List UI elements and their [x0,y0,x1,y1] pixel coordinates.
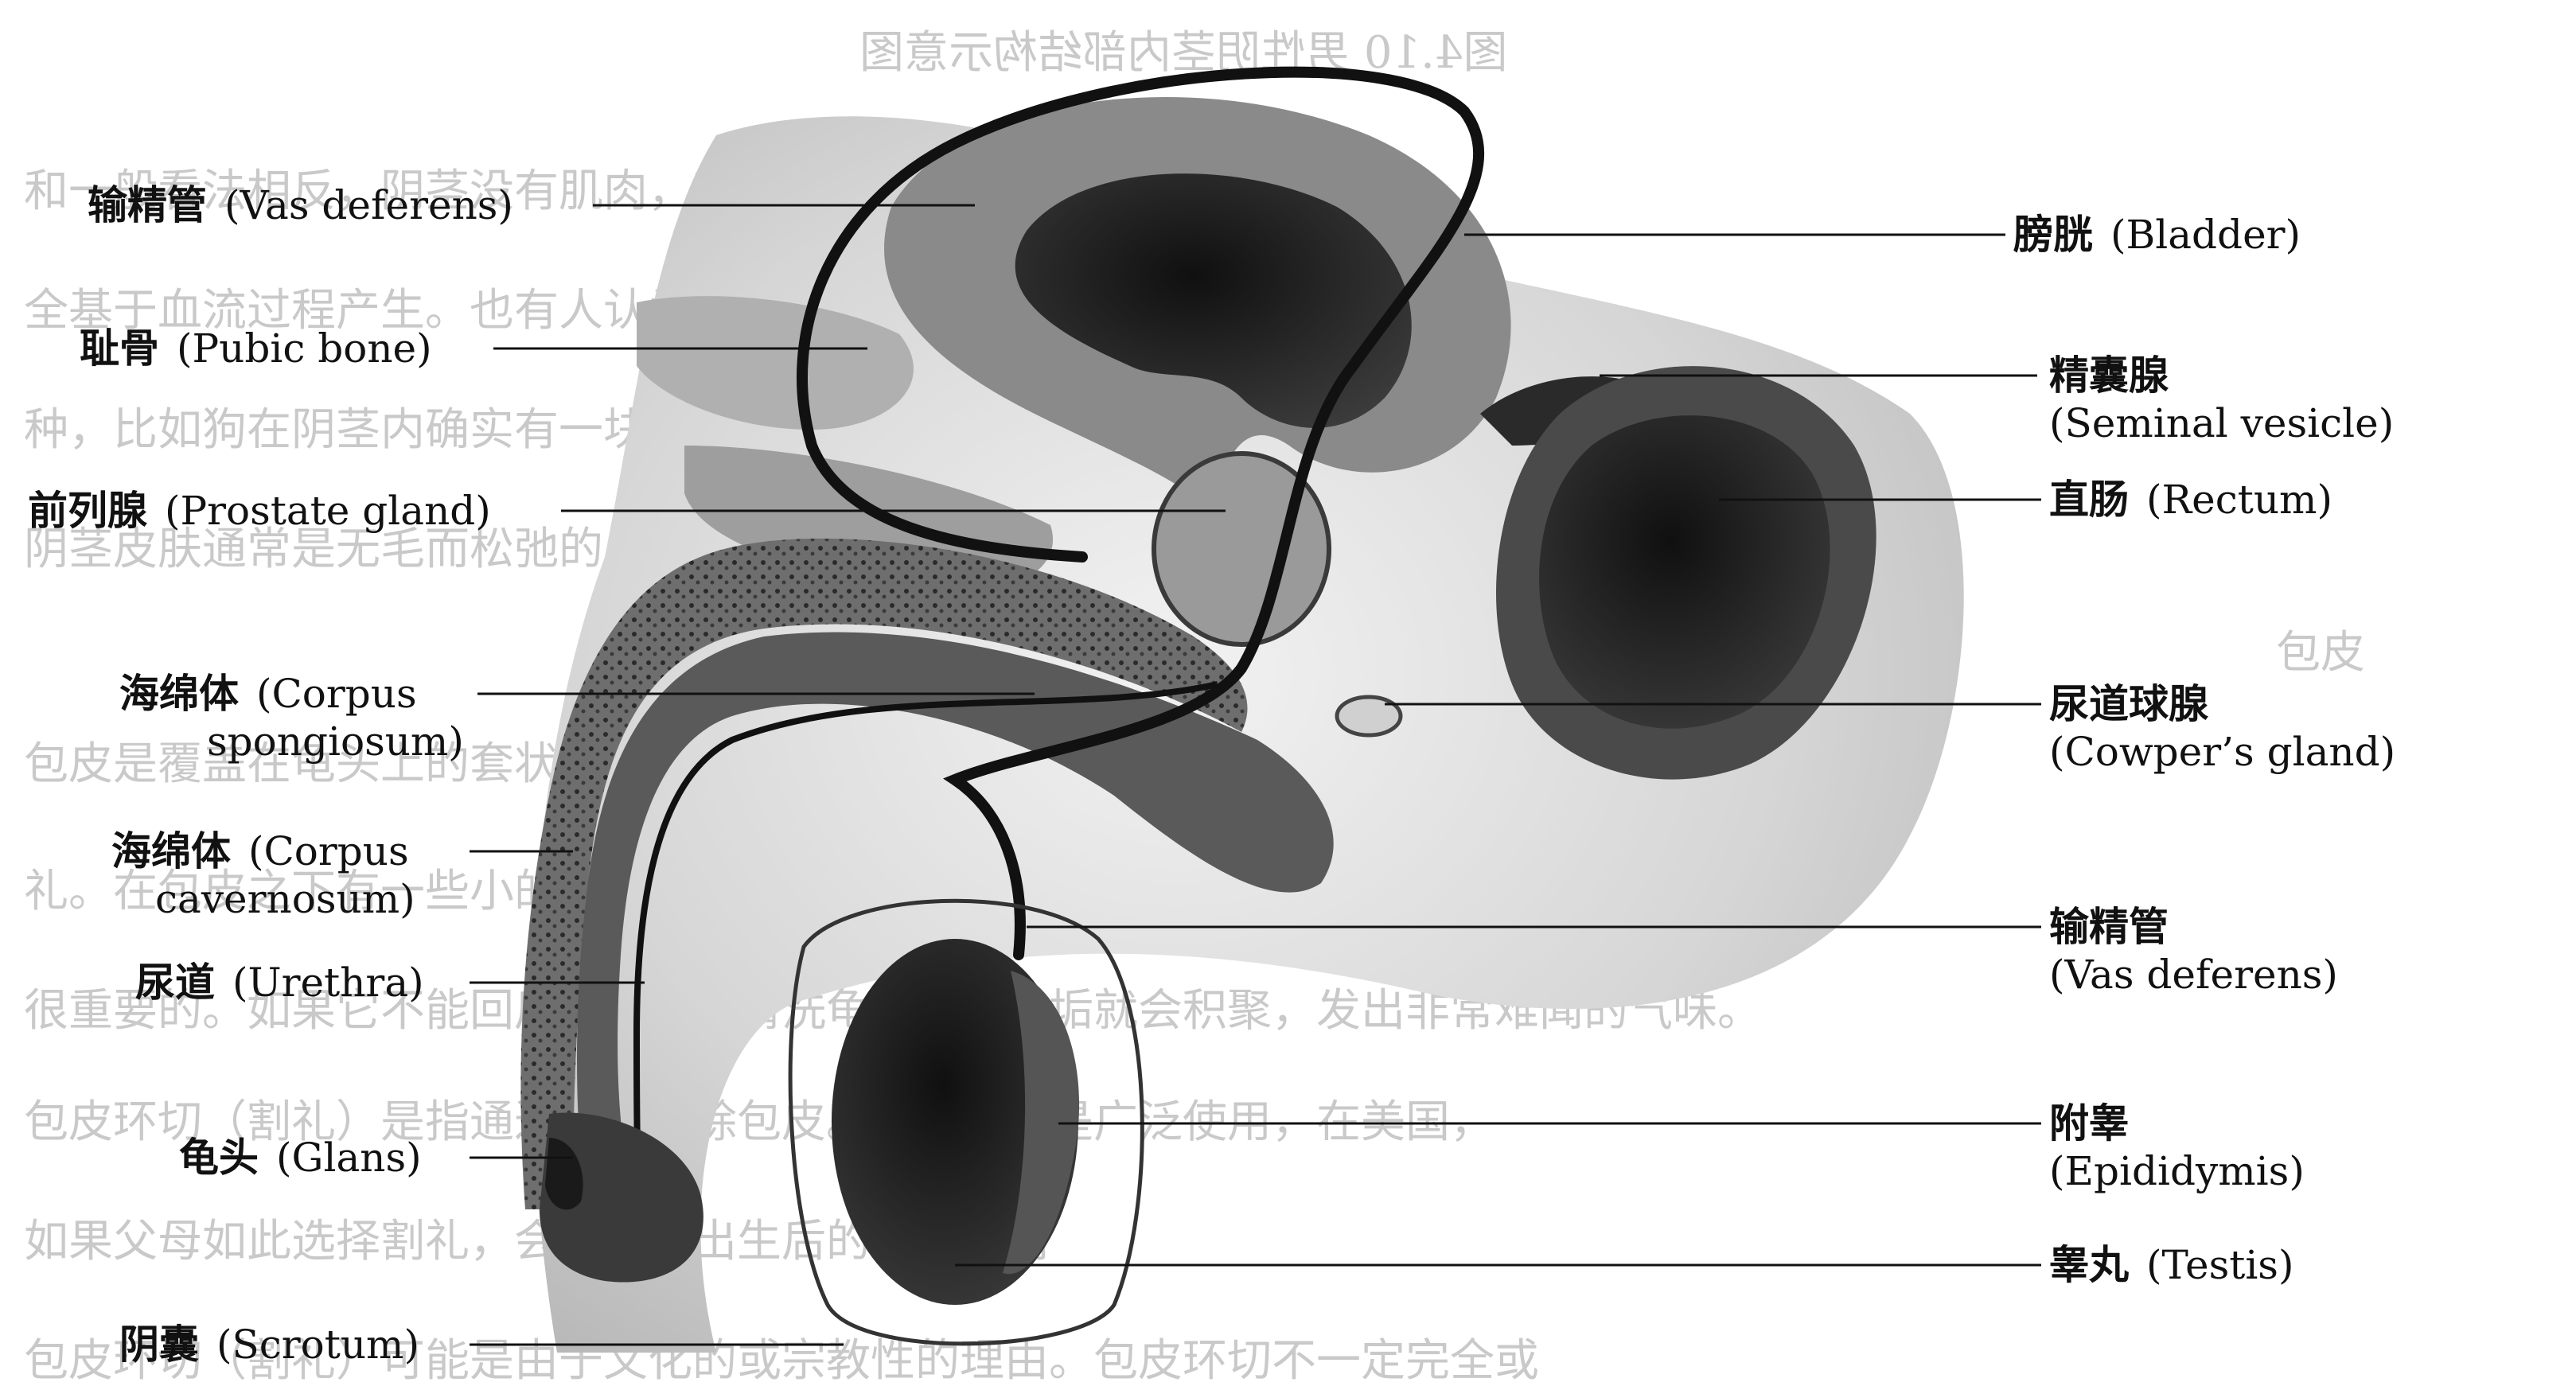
label-zh: 输精管 [88,181,207,228]
label-testis: 睾丸 (Testis) [2049,1241,2293,1289]
label-en: (Seminal vesicle) [2049,399,2394,447]
label-zh: 附睾 [2049,1100,2287,1147]
cowpers-gland-shape [1337,697,1401,735]
label-seminal-vesicle: 精囊腺 (Seminal vesicle) [2049,352,2394,447]
label-prostate: 前列腺 (Prostate gland) [28,487,491,535]
label-rectum: 直肠 (Rectum) [2049,476,2332,524]
label-zh: 睾丸 [2049,1241,2129,1288]
label-en: (Rectum) [2146,477,2332,523]
label-zh: 尿道 [135,959,215,1006]
label-corpus-cavernosum: 海绵体 (Corpus cavernosum) [111,827,415,923]
label-en: (Epididymis) [2049,1147,2305,1195]
label-zh: 龟头 [179,1134,259,1181]
label-glans: 龟头 (Glans) [179,1134,422,1182]
label-en: (Bladder) [2110,212,2301,258]
label-zh: 尿道球腺 [2049,680,2378,728]
label-vas-deferens-top: 输精管 (Vas deferens) [88,181,513,229]
label-en: (Scrotum) [216,1322,419,1368]
label-zh: 前列腺 [28,487,147,534]
label-zh: 海绵体 [111,827,231,874]
label-en: (Cowper’s gland) [2049,728,2395,776]
label-cowpers-gland: 尿道球腺 (Cowper’s gland) [2049,680,2395,776]
label-zh: 输精管 [2049,903,2321,951]
label-en: (Urethra) [232,960,424,1006]
label-en: (Glans) [276,1135,422,1181]
label-pubic-bone: 耻骨 (Pubic bone) [80,325,432,372]
label-en: (Testis) [2146,1242,2293,1288]
label-en: (Vas deferens) [224,182,513,228]
label-en: (Vas deferens) [2049,951,2338,999]
label-en: (Prostate gland) [165,488,491,534]
label-urethra: 尿道 (Urethra) [135,959,424,1006]
label-en: (Corpus [256,671,417,717]
label-zh: 耻骨 [80,325,159,372]
label-zh: 直肠 [2049,476,2129,523]
label-en-line2: spongiosum) [119,718,464,765]
label-zh: 海绵体 [119,670,239,717]
label-scrotum: 阴囊 (Scrotum) [119,1321,419,1368]
label-en-line2: cavernosum) [111,875,415,923]
label-zh: 阴囊 [119,1321,199,1368]
label-zh: 精囊腺 [2049,352,2376,399]
label-en: (Pubic bone) [177,325,432,372]
label-epididymis: 附睾 (Epididymis) [2049,1100,2305,1195]
label-vas-deferens-right: 输精管 (Vas deferens) [2049,903,2338,999]
label-bladder: 膀胱 (Bladder) [2013,211,2301,259]
label-en: (Corpus [248,828,409,874]
label-corpus-spongiosum: 海绵体 (Corpus spongiosum) [119,670,464,765]
label-zh: 膀胱 [2013,211,2093,258]
